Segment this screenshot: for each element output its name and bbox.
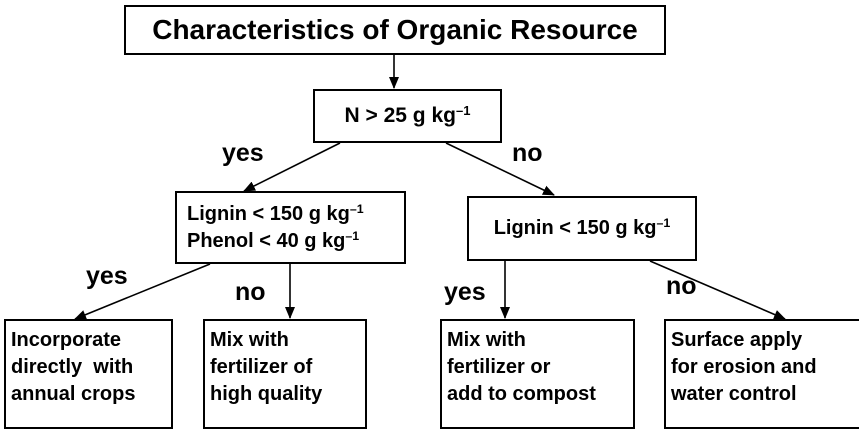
outcome-line: water control xyxy=(671,383,797,405)
branch-label-lp-no: no xyxy=(235,278,266,306)
lignin-test-node: Lignin < 150 g kg–1 xyxy=(467,196,697,261)
lignin-condition: Lignin < 150 g kg–1 xyxy=(187,201,364,225)
connector-arrows xyxy=(74,55,786,320)
outcome-line: fertilizer or xyxy=(447,356,551,378)
outcome-line: annual crops xyxy=(11,383,136,405)
root-node: Characteristics of Organic Resource xyxy=(124,5,666,55)
arrow-l-no xyxy=(649,260,786,320)
outcome-line: directly with xyxy=(11,356,134,378)
outcome-line: add to compost xyxy=(447,383,596,405)
arrow-n-no xyxy=(445,142,555,196)
outcome-mix-or-compost: Mix with fertilizer or add to compost xyxy=(440,319,635,429)
lignin-phenol-test-node: Lignin < 150 g kg–1 Phenol < 40 g kg–1 xyxy=(175,191,406,264)
outcome-line: Surface apply xyxy=(671,329,803,351)
outcome-line: Mix with xyxy=(210,329,289,351)
branch-label-l-yes: yes xyxy=(444,278,486,306)
outcome-line: fertilizer of xyxy=(210,356,313,378)
root-label: Characteristics of Organic Resource xyxy=(152,14,638,45)
outcome-mix-high-quality-fertilizer: Mix with fertilizer of high quality xyxy=(203,319,367,429)
arrow-n-yes xyxy=(243,142,341,192)
branch-label-n-yes: yes xyxy=(222,139,264,167)
outcome-incorporate-directly: Incorporate directly with annual crops xyxy=(4,319,173,429)
arrow-lp-yes xyxy=(74,263,211,320)
outcome-surface-apply: Surface apply for erosion and water cont… xyxy=(664,319,859,429)
outcome-line: Mix with xyxy=(447,329,526,351)
lignin-test-label: Lignin < 150 g kg–1 xyxy=(493,216,671,239)
nitrogen-test-node: N > 25 g kg–1 xyxy=(313,89,502,143)
outcome-line: high quality xyxy=(210,383,323,405)
branch-label-n-no: no xyxy=(512,139,543,167)
nitrogen-test-label: N > 25 g kg–1 xyxy=(344,102,471,127)
outcome-line: for erosion and xyxy=(671,356,817,378)
branch-label-l-no: no xyxy=(666,272,697,300)
phenol-condition: Phenol < 40 g kg–1 xyxy=(187,228,360,252)
branch-label-lp-yes: yes xyxy=(86,262,128,290)
outcome-line: Incorporate xyxy=(11,329,122,351)
